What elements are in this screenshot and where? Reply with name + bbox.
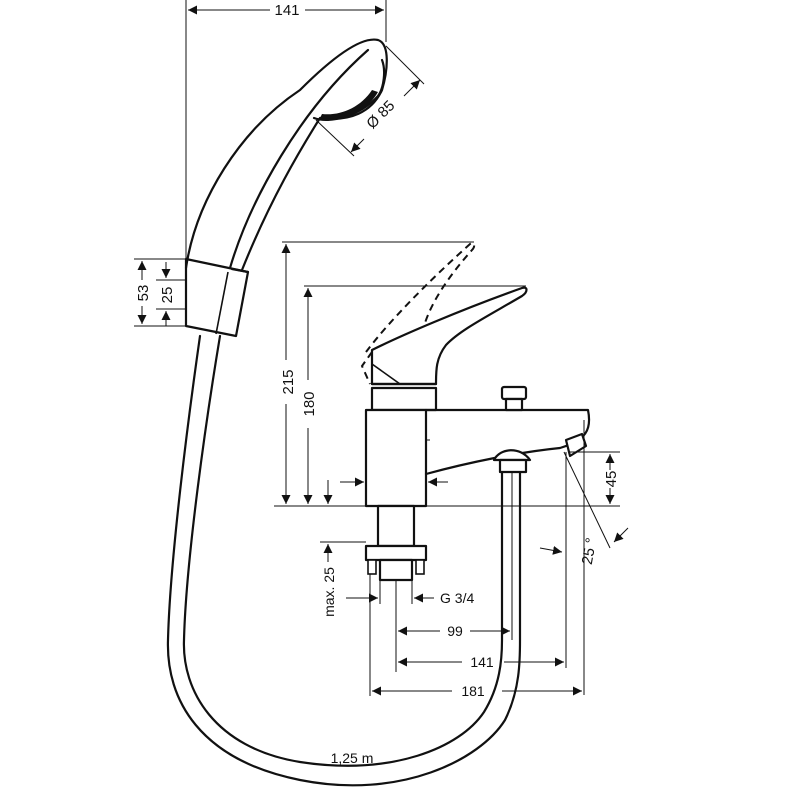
dim-handshower-width: 141 [274,2,299,19]
mixer-body [360,242,591,508]
dim-holder-height: 53 [135,285,152,302]
dim-spout-angle: 25 ° [579,537,600,566]
dim-deck-thickness: max. 25 [321,567,337,617]
dim-height-closed: 180 [301,391,318,416]
dim-spout-outlet-offset: 141 [470,654,494,670]
mixer-shank [364,504,428,582]
dim-height-open: 215 [280,369,297,394]
dim-spout-projection: 181 [461,683,485,699]
shower-holder [184,257,250,338]
dim-spout-height: 45 [603,471,620,488]
dim-hose-length: 1,25 m [331,750,374,766]
dim-holder-inner: 25 [159,287,176,304]
dim-hose-offset: 99 [447,623,463,639]
shower-hose [166,334,522,787]
dim-connection-thread: G 3/4 [440,590,474,606]
hand-shower [184,38,388,272]
